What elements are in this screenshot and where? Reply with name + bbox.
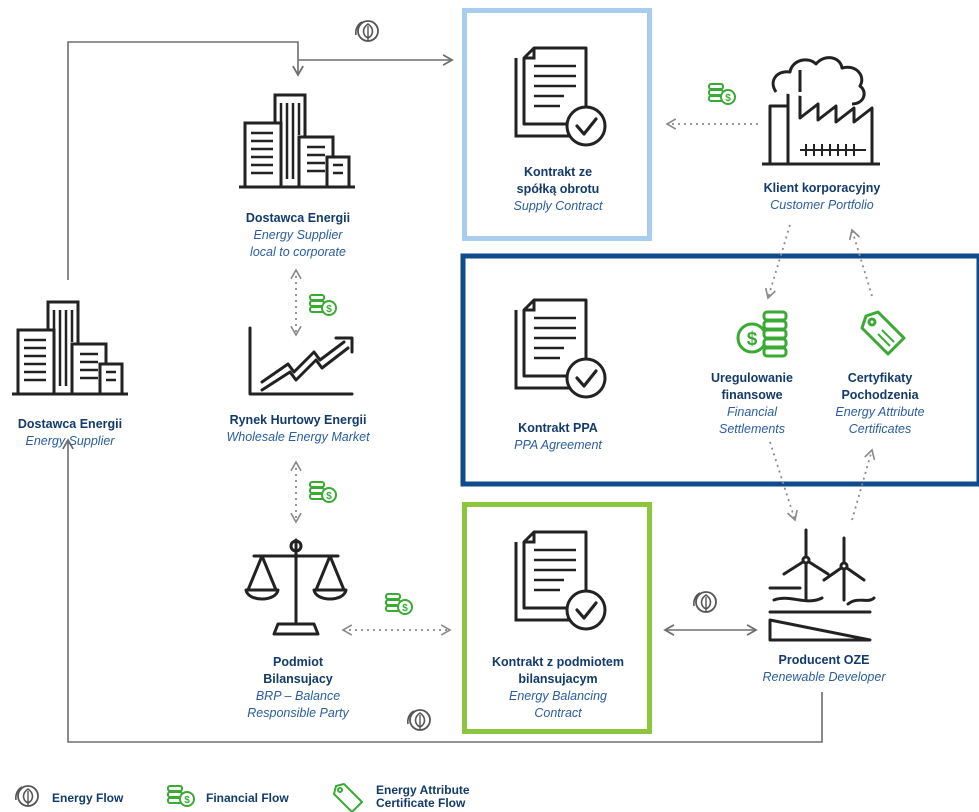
client-title: Klient korporacyjny — [763, 181, 881, 195]
legend-energy-flow-icon — [14, 785, 39, 807]
legend-financial-flow-icon — [167, 785, 195, 807]
brp-title-2: Bilansujacy — [263, 672, 333, 686]
wholesale-market-chart-icon — [248, 326, 354, 396]
certificate-tag-icon — [860, 310, 906, 356]
settlements-title-2: finansowe — [721, 388, 783, 402]
balancing-subtitle-2: Contract — [534, 706, 582, 720]
node-brp: Podmiot Bilansujacy BRP – Balance Respon… — [216, 654, 380, 722]
supply-contract-subtitle: Supply Contract — [513, 199, 603, 213]
certificates-subtitle-1: Energy Attribute — [835, 405, 925, 419]
financial-flow-icon-market — [309, 294, 337, 316]
financial-flow-client-to-settlements — [764, 224, 791, 300]
oze-title: Producent OZE — [778, 653, 870, 667]
settlements-coins-icon: $ — [736, 310, 788, 358]
certificates-subtitle-2: Certificates — [848, 422, 912, 436]
certificate-flow-oze-to-certificates — [851, 448, 876, 521]
financial-flow-icon-brp-balancing — [385, 593, 413, 615]
client-subtitle: Customer Portfolio — [770, 198, 874, 212]
node-oze-producer: Producent OZE Renewable Developer — [740, 652, 908, 686]
supply-contract-title-1: Kontrakt ze — [523, 165, 593, 179]
supplier-left-title: Dostawca Energii — [17, 417, 123, 431]
svg-text:$: $ — [747, 329, 758, 350]
wholesale-title: Rynek Hurtowy Energii — [229, 413, 367, 427]
balance-scales-icon — [244, 538, 348, 636]
wholesale-subtitle: Wholesale Energy Market — [226, 430, 370, 444]
certificates-title-1: Certyfikaty — [847, 371, 913, 385]
legend-energy-flow: Energy Flow — [52, 791, 124, 805]
brp-subtitle-1: BRP – Balance — [255, 689, 341, 703]
financial-flow-icon-brp — [309, 481, 337, 503]
certificates-title-2: Pochodzenia — [841, 388, 919, 402]
supplier-top-subtitle-1: Energy Supplier — [253, 228, 343, 242]
supply-contract-document-icon — [514, 46, 607, 147]
settlements-subtitle-2: Settlements — [718, 422, 785, 436]
node-supply-contract: Kontrakt ze spółką obrotu Supply Contrac… — [470, 164, 646, 215]
legend-financial-flow: Financial Flow — [206, 791, 289, 805]
settlements-subtitle-1: Financial — [726, 405, 778, 419]
ppa-box — [460, 253, 979, 487]
supplier-left-subtitle: Energy Supplier — [25, 434, 115, 448]
node-balancing-contract: Kontrakt z podmiotem bilansujacym Energy… — [468, 654, 648, 722]
energy-flow-icon-bottom — [406, 709, 431, 731]
top-supplier-city-icon — [237, 93, 357, 189]
node-wholesale-market: Rynek Hurtowy Energii Wholesale Energy M… — [198, 412, 398, 446]
certificate-flow-to-client — [848, 228, 873, 297]
brp-subtitle-2: Responsible Party — [247, 706, 349, 720]
balancing-subtitle-1: Energy Balancing — [509, 689, 607, 703]
ppa-document-icon — [514, 298, 607, 399]
left-supplier-city-icon — [10, 300, 130, 396]
supplier-top-title: Dostawca Energii — [245, 211, 351, 225]
supplier-top-subtitle-2: local to corporate — [250, 245, 346, 259]
settlements-title-1: Uregulowanie — [711, 371, 793, 385]
balancing-document-icon — [514, 530, 607, 631]
legend-certificate-flow-line-2: Certificate Flow — [376, 796, 466, 810]
balancing-title-1: Kontrakt z podmiotem — [492, 655, 624, 669]
node-supplier-top: Dostawca Energii Energy Supplier local t… — [210, 210, 386, 261]
financial-flow-settlements-to-oze — [769, 441, 798, 522]
node-certificates: Certyfikaty Pochodzenia Energy Attribute… — [822, 370, 938, 438]
node-corporate-client: Klient korporacyjny Customer Portfolio — [736, 180, 908, 214]
brp-title-1: Podmiot — [273, 655, 323, 669]
energy-flow-icon-balancing-oze — [692, 591, 717, 613]
supply-contract-title-2: spółką obrotu — [516, 182, 600, 196]
energy-flow-icon-top — [354, 20, 379, 42]
ppa-title: Kontrakt PPA — [518, 421, 598, 435]
legend-certificate-flow-icon — [333, 783, 363, 812]
balancing-title-2: bilansujacym — [518, 672, 598, 686]
node-supplier-left: Dostawca Energii Energy Supplier — [0, 416, 140, 450]
ppa-subtitle: PPA Agreement — [514, 438, 602, 452]
supply-contract-box — [462, 8, 652, 241]
energy-flow-supplier-to-top-supplier — [67, 41, 304, 280]
factory-icon — [762, 56, 880, 166]
node-ppa: Kontrakt PPA PPA Agreement — [470, 420, 646, 454]
legend-certificate-flow: Energy Attribute Certificate Flow — [376, 784, 470, 810]
wind-turbines-icon — [768, 528, 876, 642]
financial-flow-icon-client — [708, 83, 736, 105]
legend-certificate-flow-line-1: Energy Attribute — [376, 783, 470, 797]
oze-subtitle: Renewable Developer — [762, 670, 886, 684]
balancing-contract-box — [462, 502, 652, 734]
energy-flow-oze-to-supplier — [62, 438, 823, 743]
node-financial-settlements: Uregulowanie finansowe Financial Settlem… — [696, 370, 808, 438]
